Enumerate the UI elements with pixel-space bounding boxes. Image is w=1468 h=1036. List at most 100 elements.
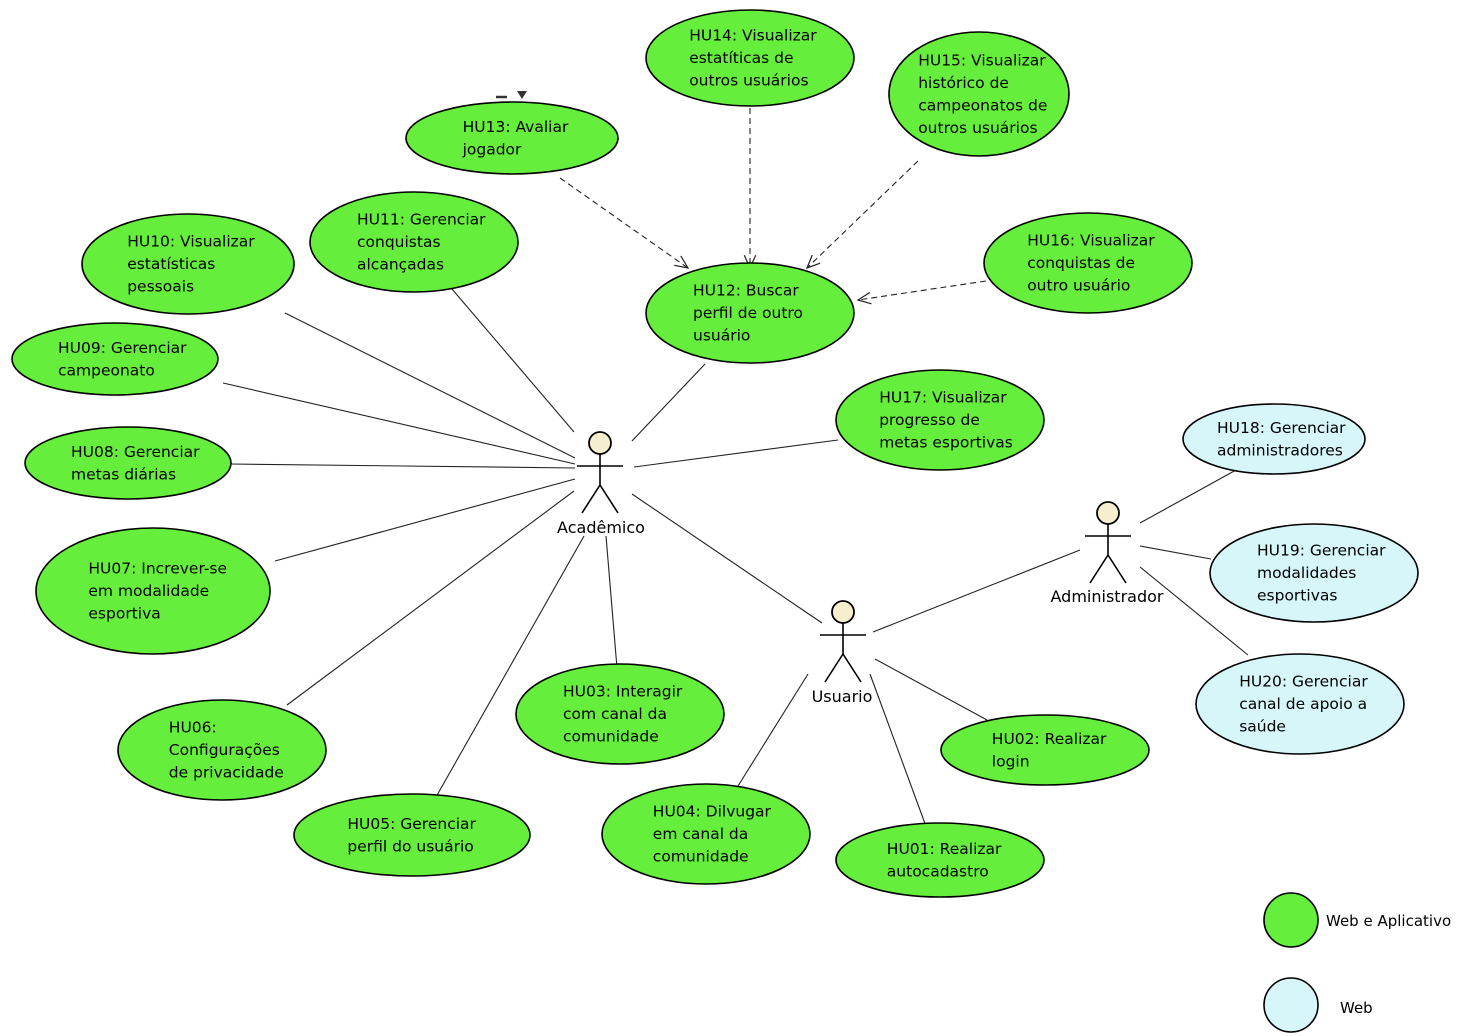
association-usuario-hu04 <box>737 673 809 787</box>
use-case-label: Configurações <box>169 741 280 759</box>
association-academico-hu07 <box>274 478 576 562</box>
association-academico-hu06 <box>286 490 575 706</box>
use-case-label: perfil do usuário <box>347 837 473 855</box>
use-case-label: HU07: Increver-se <box>88 560 227 578</box>
actor-administrador[interactable]: Administrador <box>1051 501 1164 606</box>
actor-label: Administrador <box>1051 587 1164 606</box>
use-case-hu13[interactable]: HU13: Avaliar jogador <box>405 101 619 175</box>
use-case-ellipse <box>1209 523 1419 623</box>
use-case-label: HU12: Buscar <box>693 282 799 300</box>
use-case-label: HU19: Gerenciar <box>1257 542 1386 560</box>
use-case-label: HU16: Visualizar <box>1027 232 1155 250</box>
dependency-line <box>857 280 987 301</box>
use-case-label: em canal da <box>653 825 748 843</box>
use-case-label: histórico de <box>918 74 1009 92</box>
use-case-label: campeonatos de <box>918 96 1047 114</box>
legend-swatch <box>1263 977 1319 1033</box>
legend-item-web_app: Web e Aplicativo <box>1263 892 1451 948</box>
use-case-label: HU20: Gerenciar <box>1239 673 1368 691</box>
use-case-hu03[interactable]: HU03: Interagir com canal da comunidade <box>515 663 725 765</box>
dependency-hu13-hu12 <box>559 177 690 269</box>
association-administrador-hu19 <box>1139 545 1212 560</box>
use-case-label: HU02: Realizar <box>992 730 1107 748</box>
actor-head <box>1096 501 1120 525</box>
use-case-label: HU18: Gerenciar <box>1217 419 1346 437</box>
use-case-label: estatísticas <box>127 255 215 273</box>
use-case-hu11[interactable]: HU11: Gerenciar conquistas alcançadas <box>309 191 519 293</box>
use-case-ellipse <box>117 699 327 801</box>
actor-head <box>588 431 612 455</box>
legend-item-web: Web <box>1263 977 1373 1033</box>
use-case-label: jogador <box>462 140 522 158</box>
use-case-ellipse <box>940 714 1150 786</box>
association-usuario-administrador <box>872 549 1081 633</box>
dependency-hu14-hu12 <box>743 108 757 270</box>
dependency-line <box>806 160 919 269</box>
association-usuario-hu01 <box>869 673 928 830</box>
use-case-label: com canal da <box>563 705 667 723</box>
association-academico-hu10 <box>284 312 576 459</box>
use-case-label: comunidade <box>563 728 659 746</box>
use-case-label: HU06: <box>169 719 217 737</box>
legend-label: Web <box>1340 999 1373 1017</box>
use-case-label: HU10: Visualizar <box>127 233 255 251</box>
use-case-label: metas diárias <box>71 465 176 483</box>
association-academico-hu03 <box>605 535 618 669</box>
association-academico-hu05 <box>435 535 585 798</box>
use-case-label: conquistas <box>357 233 441 251</box>
use-case-label: HU09: Gerenciar <box>58 339 187 357</box>
use-case-label: usuário <box>693 327 750 345</box>
dependency-hu15-hu12 <box>805 160 919 270</box>
dependency-line <box>559 177 689 269</box>
use-case-hu18[interactable]: HU18: Gerenciar administradores <box>1182 403 1366 475</box>
use-case-ellipse <box>835 369 1045 471</box>
actor-leg-left <box>581 484 601 514</box>
use-case-label: administradores <box>1217 441 1343 459</box>
collapse-marker-icon[interactable] <box>496 91 527 99</box>
use-case-hu12[interactable]: HU12: Buscar perfil de outro usuário <box>645 262 855 364</box>
use-case-label: metas esportivas <box>879 434 1013 452</box>
use-case-label: outros usuários <box>918 119 1037 137</box>
use-case-label: HU14: Visualizar <box>689 27 817 45</box>
use-case-hu05[interactable]: HU05: Gerenciar perfil do usuário <box>293 793 531 877</box>
use-case-hu08[interactable]: HU08: Gerenciar metas diárias <box>24 426 232 500</box>
use-case-label: HU08: Gerenciar <box>71 443 200 461</box>
use-case-label: HU13: Avaliar <box>463 118 569 136</box>
use-case-label: alcançadas <box>357 256 444 274</box>
use-case-label: HU03: Interagir <box>563 683 683 701</box>
association-administrador-hu18 <box>1139 469 1237 524</box>
use-case-label: HU05: Gerenciar <box>347 815 476 833</box>
use-case-ellipse <box>405 101 619 175</box>
actor-leg-right <box>1107 554 1127 584</box>
use-case-label: em modalidade <box>88 582 209 600</box>
use-case-label: perfil de outro <box>693 304 803 322</box>
use-case-label: progresso de <box>879 411 980 429</box>
association-academico-usuario <box>631 493 823 624</box>
use-case-ellipse <box>24 426 232 500</box>
use-case-ellipse <box>645 9 855 107</box>
actor-usuario[interactable]: Usuario <box>812 600 873 706</box>
use-case-label: HU01: Realizar <box>887 840 1002 858</box>
use-case-label: outros usuários <box>689 72 808 90</box>
use-case-label: HU11: Gerenciar <box>357 211 486 229</box>
use-case-ellipse <box>293 793 531 877</box>
use-case-ellipse <box>81 213 295 315</box>
use-case-label: outro usuário <box>1027 277 1130 295</box>
actor-academico[interactable]: Acadêmico <box>557 431 645 537</box>
use-case-ellipse <box>888 31 1070 157</box>
